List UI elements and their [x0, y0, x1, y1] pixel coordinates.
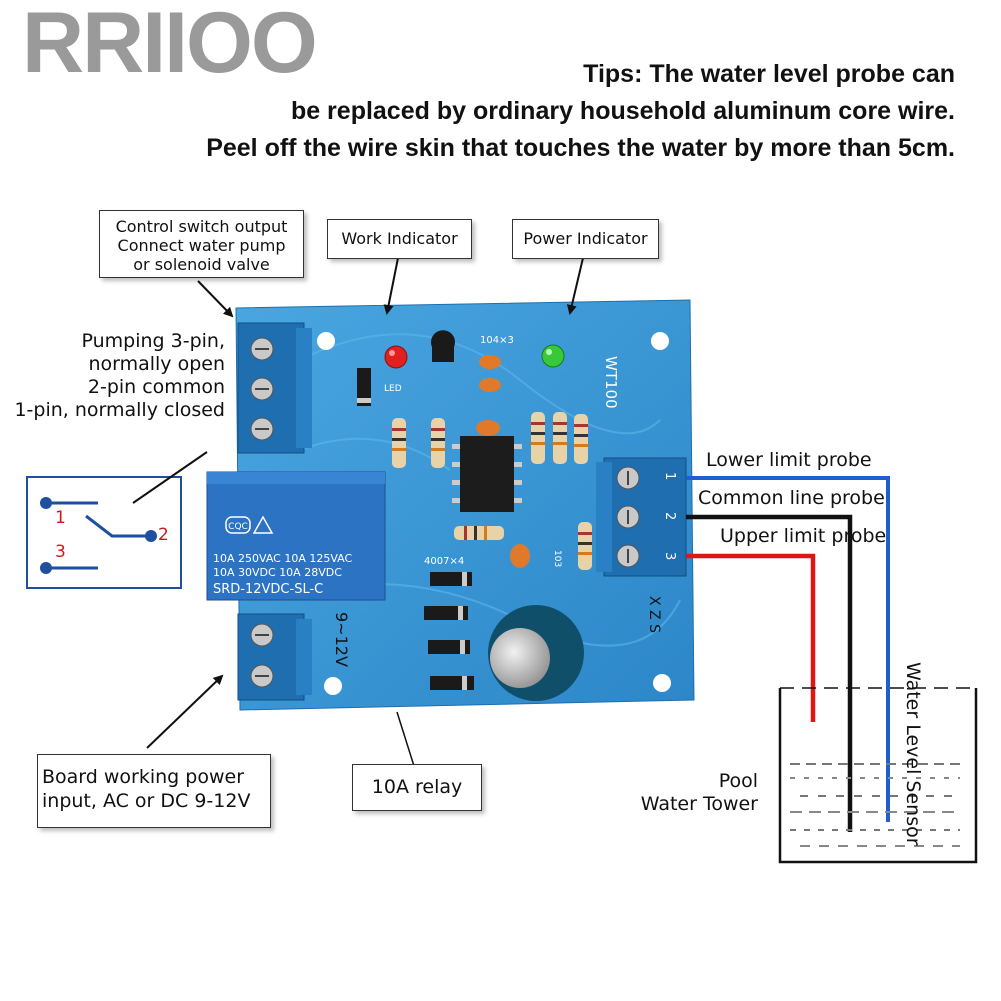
callout-control-output-line-2: Connect water pump — [117, 236, 286, 255]
terminal-num-2: 2 — [662, 512, 677, 520]
label-upper-limit-probe: Upper limit probe — [720, 525, 887, 547]
tank-label-line-1: Pool — [718, 770, 758, 792]
xzs-mark: X Z S — [646, 596, 662, 633]
ic-chip — [452, 436, 522, 512]
resistor — [578, 522, 592, 570]
arrow-relay — [396, 711, 415, 767]
arrow-power-indicator — [566, 257, 584, 315]
diode — [430, 572, 472, 586]
output-terminal-block — [237, 322, 312, 454]
tips-line-3: Peel off the wire skin that touches the … — [206, 134, 955, 162]
mount-hole — [324, 677, 342, 695]
pin-description: Pumping 3-pin, normally open 2-pin commo… — [14, 330, 225, 422]
callout-board-power-line-2: input, AC or DC 9-12V — [42, 790, 251, 812]
model-mark: WT100 — [602, 356, 620, 409]
wire-common-probe — [686, 514, 853, 832]
pin-description-line-4: 1-pin, normally closed — [14, 399, 225, 421]
diode — [424, 606, 468, 620]
arrow-board-power — [146, 674, 224, 749]
water-level-sensor-label: Water Level Sensor — [902, 662, 924, 846]
res-mark: 103 — [552, 550, 562, 567]
mount-hole — [317, 332, 335, 350]
switch-symbol-box: 1 2 3 — [26, 476, 182, 589]
relay-rating-1: 10A 250VAC 10A 125VAC — [213, 552, 353, 565]
voltage-mark: 9~12V — [332, 612, 351, 667]
diode — [430, 676, 474, 690]
resistor — [574, 414, 588, 464]
ceramic-capacitor — [510, 544, 530, 568]
arrow-work-indicator — [383, 257, 399, 315]
tips-line-2: be replaced by ordinary household alumin… — [290, 97, 955, 125]
callout-board-power-line-1: Board working power — [42, 766, 245, 788]
diode-mark: 4007×4 — [424, 556, 464, 567]
brand-watermark: RRIIOO — [22, 0, 318, 91]
pin-description-line-3: 2-pin common — [87, 376, 225, 398]
probe-terminal-block — [596, 457, 687, 577]
diode — [428, 640, 470, 654]
pin-description-line-1: Pumping 3-pin, — [81, 330, 225, 352]
resistor — [392, 418, 406, 468]
resistor — [553, 412, 567, 464]
resistor — [431, 418, 445, 468]
wire-upper-probe — [686, 553, 816, 722]
resistor — [454, 526, 504, 540]
power-led — [541, 344, 565, 368]
callout-control-output: Control switch output Connect water pump… — [99, 210, 304, 278]
transistor — [431, 330, 456, 362]
tips-line-1: Tips: The water level probe can — [583, 60, 955, 88]
resistor — [531, 412, 545, 464]
terminal-num-1: 1 — [662, 472, 677, 480]
work-led — [384, 345, 408, 369]
relay-rating-2: 10A 30VDC 10A 28VDC — [213, 566, 342, 579]
ceramic-capacitor — [479, 378, 501, 392]
relay: CQC 10A 250VAC 10A 125VAC 10A 30VDC 10A … — [206, 471, 386, 601]
callout-control-output-line-1: Control switch output — [115, 217, 288, 236]
tank-label: Pool Water Tower — [600, 770, 758, 816]
arrow-control-output — [197, 280, 234, 318]
terminal-num-3: 3 — [662, 552, 677, 560]
cap-mark: 104×3 — [480, 335, 514, 346]
power-terminal-block — [237, 613, 312, 701]
wire-lower-probe — [686, 476, 890, 822]
label-lower-limit-probe: Lower limit probe — [706, 449, 872, 471]
callout-control-output-line-3: or solenoid valve — [133, 255, 270, 274]
mount-hole — [651, 332, 669, 350]
mount-hole — [653, 674, 671, 692]
switch-pin-3: 3 — [55, 542, 66, 562]
tank-label-line-2: Water Tower — [640, 793, 758, 815]
callout-relay: 10A relay — [352, 764, 482, 811]
callout-power-indicator: Power Indicator — [512, 219, 659, 259]
pin-description-line-2: normally open — [88, 353, 225, 375]
tips-text: Tips: The water level probe can be repla… — [206, 56, 955, 167]
label-common-line-probe: Common line probe — [698, 487, 885, 509]
ceramic-capacitor — [479, 355, 501, 369]
ceramic-capacitor — [476, 420, 500, 436]
switch-pin-1: 1 — [55, 508, 66, 528]
arrow-switch-symbol — [132, 451, 208, 504]
water-tank — [778, 687, 978, 864]
callout-board-power: Board working power input, AC or DC 9-12… — [37, 754, 271, 828]
callout-work-indicator: Work Indicator — [327, 219, 472, 259]
led-mark: LED — [384, 384, 402, 394]
relay-model: SRD-12VDC-SL-C — [213, 582, 323, 597]
electrolytic-capacitor — [488, 605, 584, 701]
relay-brand: CQC — [228, 522, 248, 532]
switch-pin-2: 2 — [158, 525, 169, 545]
diode — [357, 368, 371, 406]
